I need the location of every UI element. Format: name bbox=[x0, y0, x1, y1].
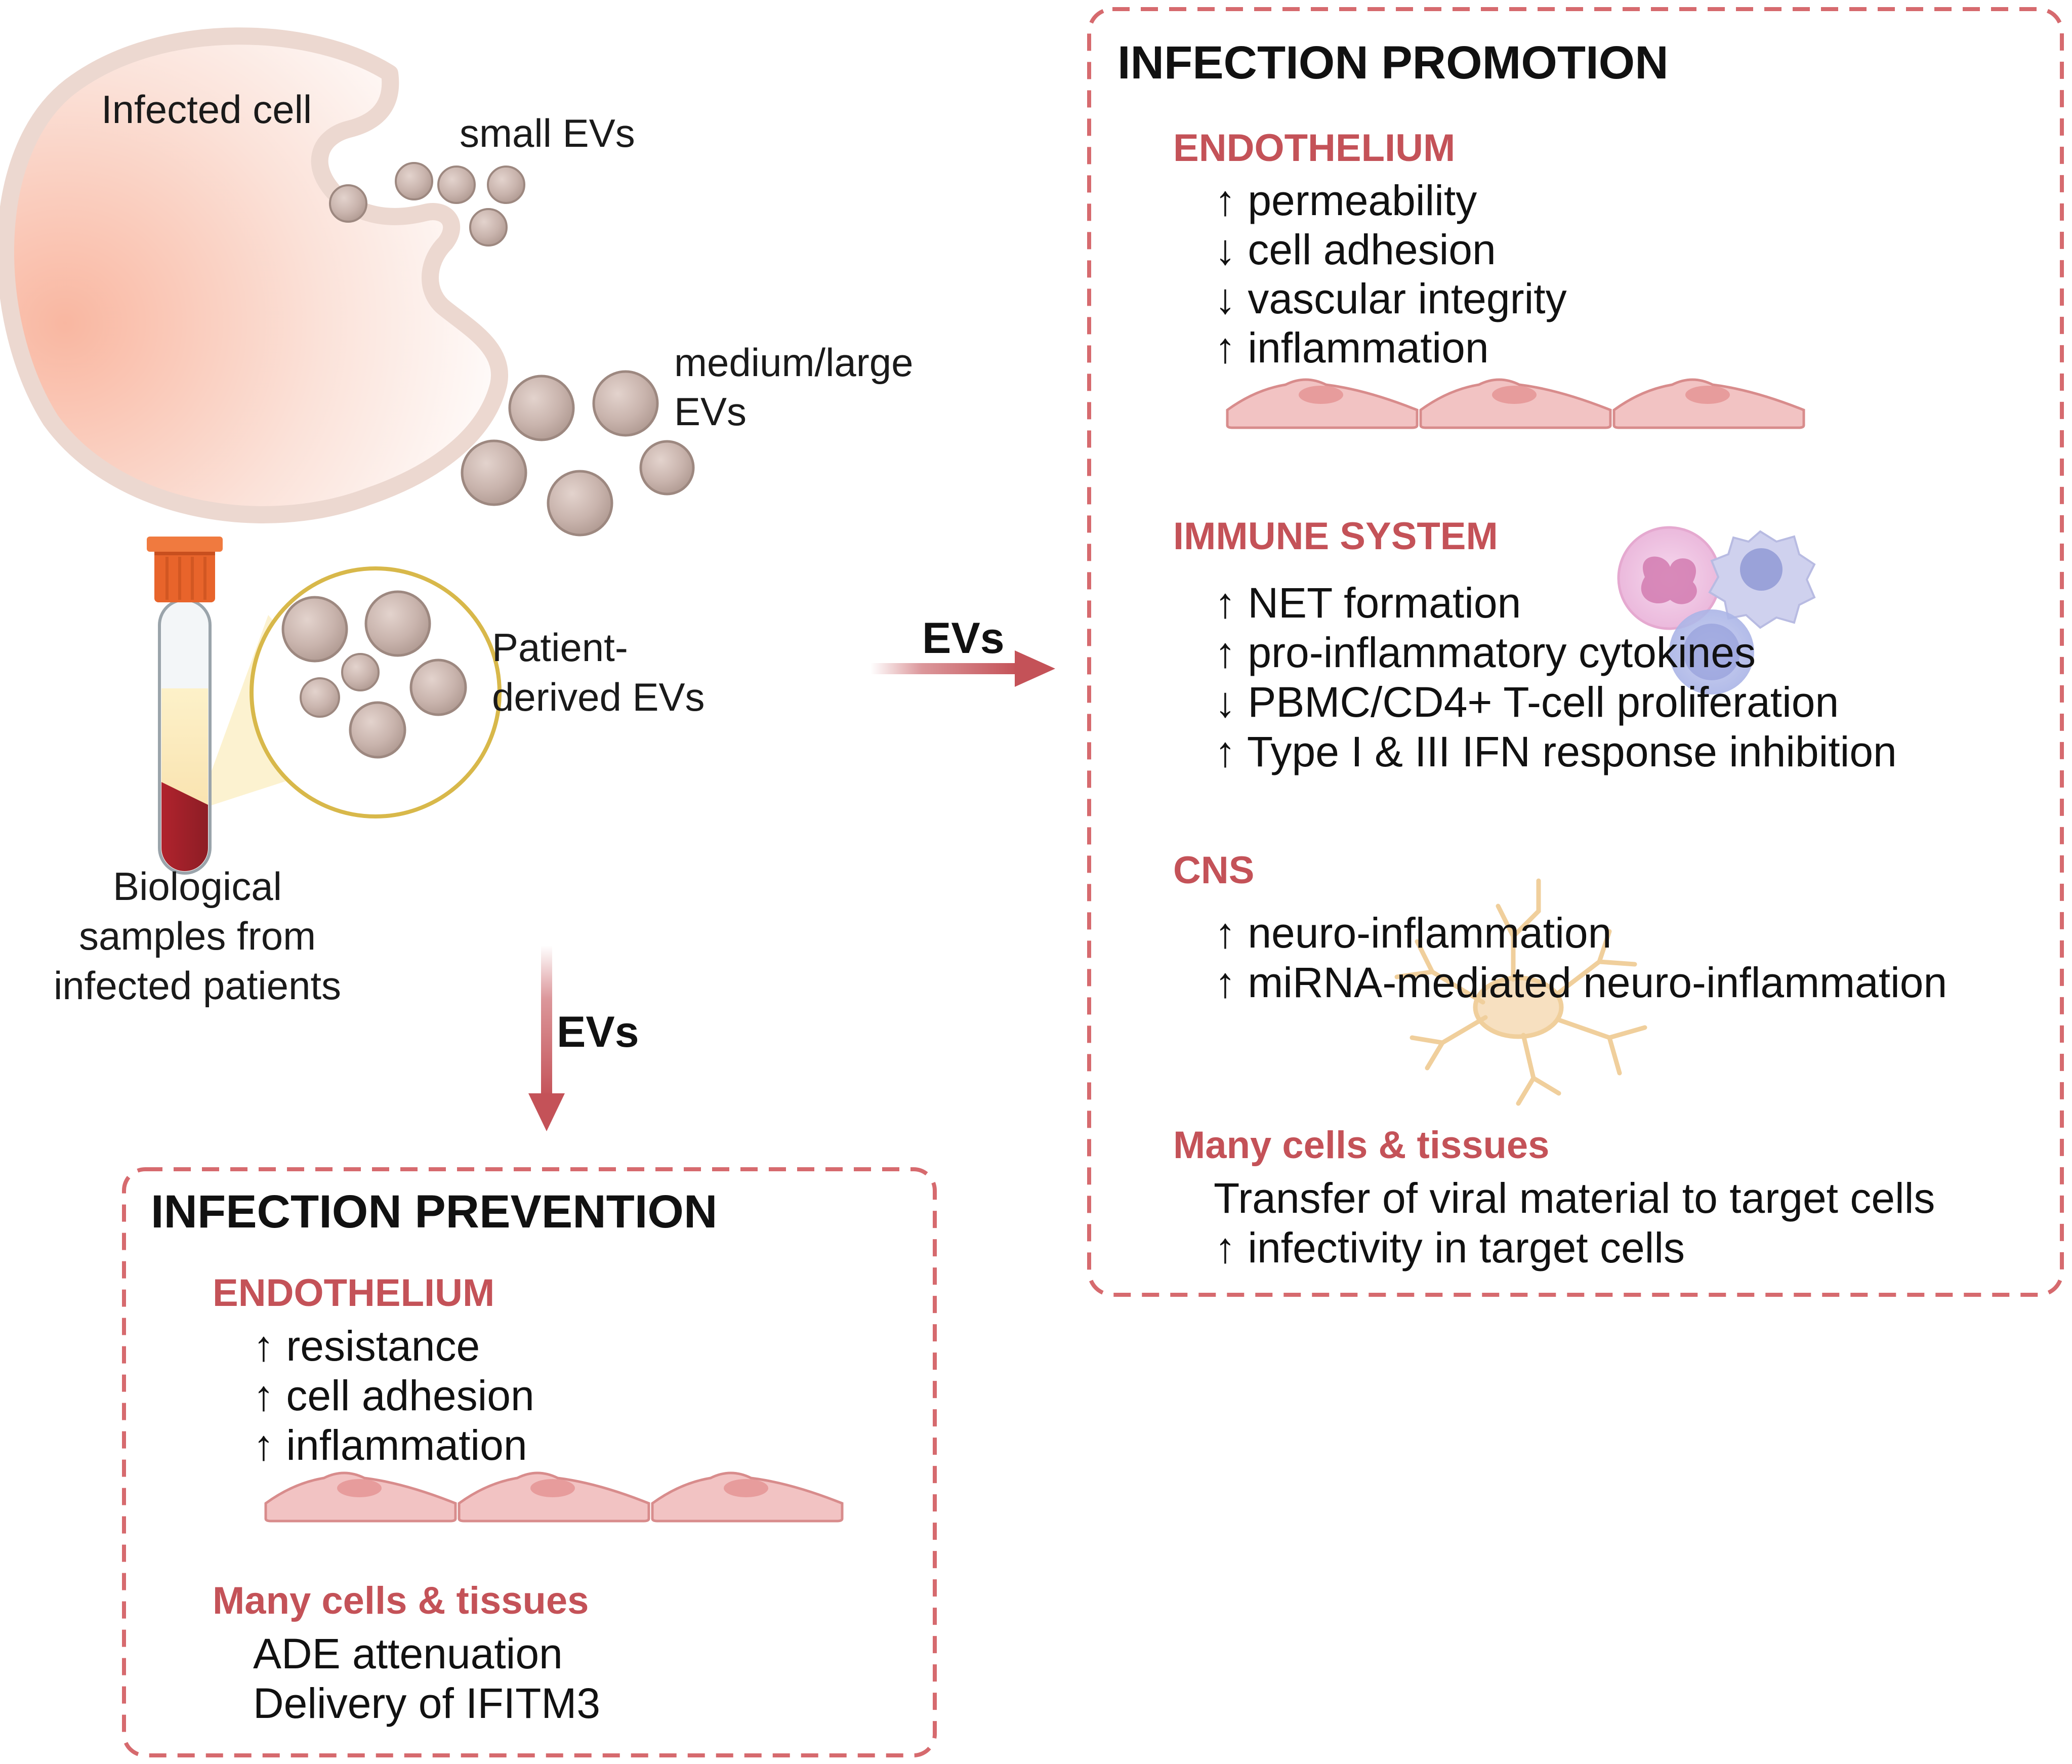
prevention-many-cells-item: ADE attenuation bbox=[253, 1630, 563, 1677]
promotion-immune-item: ↓ PBMC/CD4+ T-cell proliferation bbox=[1215, 678, 1839, 726]
promotion-endothelium-item: ↑ inflammation bbox=[1215, 324, 1489, 372]
arrow-to-promotion: EVs bbox=[871, 614, 1055, 687]
infected-cell-label: Infected cell bbox=[101, 87, 312, 132]
promotion-immune-heading: IMMUNE SYSTEM bbox=[1173, 515, 1498, 558]
promotion-immune-item: ↑ NET formation bbox=[1215, 579, 1521, 627]
infection-prevention-border bbox=[122, 1167, 937, 1757]
prevention-many-cells-item: Delivery of IFITM3 bbox=[253, 1679, 600, 1727]
bio-samples-label-2: samples from bbox=[79, 914, 316, 958]
infection-prevention-panel: INFECTION PREVENTION ENDOTHELIUM ↑ resis… bbox=[122, 1167, 937, 1757]
bio-samples-label-3: infected patients bbox=[54, 963, 341, 1008]
arrow-to-prevention: EVs bbox=[528, 946, 639, 1131]
arrow-to-promotion-label: EVs bbox=[922, 614, 1005, 663]
prevention-endothelium-heading: ENDOTHELIUM bbox=[213, 1271, 494, 1315]
patient-derived-label-1: Patient- bbox=[492, 625, 628, 670]
small-evs-label: small EVs bbox=[460, 111, 635, 155]
prevention-endothelium-item: ↑ inflammation bbox=[253, 1421, 527, 1469]
medium-large-evs-label-2: EVs bbox=[674, 389, 747, 434]
promotion-cns-item: ↑ neuro-inflammation bbox=[1215, 909, 1611, 957]
promotion-immune-item: ↑ pro-inflammatory cytokines bbox=[1215, 629, 1756, 676]
patient-derived-evs-magnifier bbox=[250, 566, 502, 818]
promotion-many-cells-heading: Many cells & tissues bbox=[1173, 1124, 1549, 1167]
promotion-endothelium-item: ↓ cell adhesion bbox=[1215, 226, 1496, 273]
infection-promotion-panel: INFECTION PROMOTION ENDOTHELIUM ↑ permea… bbox=[1087, 7, 2064, 1297]
prevention-endothelium-item: ↑ resistance bbox=[253, 1322, 480, 1370]
neuron-icon bbox=[1394, 878, 1647, 1106]
endothelial-cells-icon bbox=[1226, 378, 1805, 429]
promotion-endothelium-heading: ENDOTHELIUM bbox=[1173, 127, 1455, 170]
arrow-to-prevention-label: EVs bbox=[557, 1008, 639, 1056]
infected-cell: Infected cell bbox=[0, 27, 508, 523]
promotion-many-cells-item: ↑ infectivity in target cells bbox=[1215, 1224, 1685, 1271]
promotion-endothelium-item: ↓ vascular integrity bbox=[1215, 275, 1567, 322]
promotion-cns-item: ↑ miRNA-mediated neuro-inflammation bbox=[1215, 959, 1947, 1006]
medium-large-evs: medium/large EVs bbox=[461, 340, 914, 537]
endothelial-cells-icon bbox=[264, 1471, 844, 1523]
infection-promotion-border bbox=[1087, 7, 2064, 1297]
infection-promotion-title: INFECTION PROMOTION bbox=[1117, 37, 1669, 89]
bio-samples-label-1: Biological bbox=[113, 864, 282, 909]
medium-large-evs-label-1: medium/large bbox=[674, 340, 914, 385]
patient-derived-label-2: derived EVs bbox=[492, 675, 705, 719]
prevention-many-cells-heading: Many cells & tissues bbox=[213, 1579, 589, 1622]
immune-cells-icon bbox=[1617, 526, 1816, 694]
promotion-many-cells-item: Transfer of viral material to target cel… bbox=[1214, 1174, 1935, 1222]
infection-prevention-title: INFECTION PREVENTION bbox=[151, 1186, 717, 1238]
promotion-endothelium-item: ↑ permeability bbox=[1215, 177, 1477, 224]
small-evs: small EVs bbox=[329, 111, 635, 247]
prevention-endothelium-item: ↑ cell adhesion bbox=[253, 1372, 534, 1419]
promotion-immune-item: ↑ Type I & III IFN response inhibition bbox=[1215, 728, 1897, 775]
promotion-cns-heading: CNS bbox=[1173, 849, 1254, 892]
